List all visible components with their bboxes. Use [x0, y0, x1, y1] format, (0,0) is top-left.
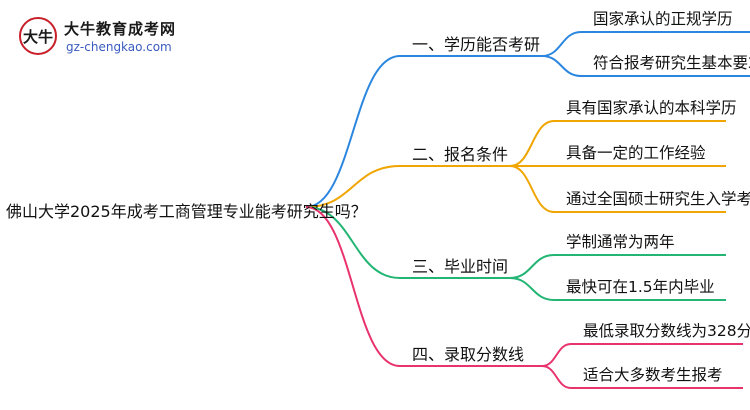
root-topic: 佛山大学2025年成考工商管理专业能考研究生吗？: [6, 202, 367, 221]
logo-url: gz-chengkao.com: [66, 40, 172, 54]
leaf-connector-1-0: [509, 120, 726, 167]
leaf-fastest-graduation: 最快可在1.5年内毕业: [566, 278, 715, 296]
leaf-bachelor-degree: 具有国家承认的本科学历: [566, 99, 737, 117]
leaf-connector-0-1: [541, 55, 750, 77]
leaf-entrance-exam: 通过全国硕士研究生入学考试: [566, 190, 750, 208]
logo-title: 大牛教育成考网: [64, 20, 177, 38]
branch-admission-score: 四、录取分数线: [412, 345, 525, 364]
branch-application-requirements: 二、报名条件: [412, 145, 509, 164]
leaf-suitable-for-most: 适合大多数考生报考: [583, 366, 723, 384]
leaf-connector-0-0: [541, 31, 750, 57]
site-logo: 大牛 大牛教育成考网 gz-chengkao.com: [18, 14, 218, 60]
leaf-connector-2-0: [509, 254, 726, 279]
leaf-connector-2-1: [509, 277, 726, 301]
leaf-recognized-degree: 国家承认的正规学历: [593, 10, 733, 28]
leaf-connector-1-2: [509, 165, 726, 213]
branch-connector-3: [305, 206, 542, 367]
branch-education-eligibility: 一、学历能否考研: [412, 35, 541, 54]
leaf-minimum-score: 最低录取分数线为328分: [583, 322, 750, 340]
branch-connector-0: [305, 55, 542, 208]
leaf-connector-3-1: [541, 365, 743, 389]
logo-mark-text: 大牛: [23, 28, 53, 46]
leaf-work-experience: 具备一定的工作经验: [566, 144, 706, 162]
branch-connector-1: [305, 165, 510, 208]
branch-graduation-time: 三、毕业时间: [412, 257, 509, 276]
leaf-meets-basic-requirements: 符合报考研究生基本要求: [593, 54, 750, 72]
leaf-two-year-program: 学制通常为两年: [566, 233, 675, 251]
branch-connector-2: [305, 206, 510, 279]
logo-mark-icon: 大牛: [19, 17, 57, 55]
leaf-connector-3-0: [541, 343, 743, 367]
